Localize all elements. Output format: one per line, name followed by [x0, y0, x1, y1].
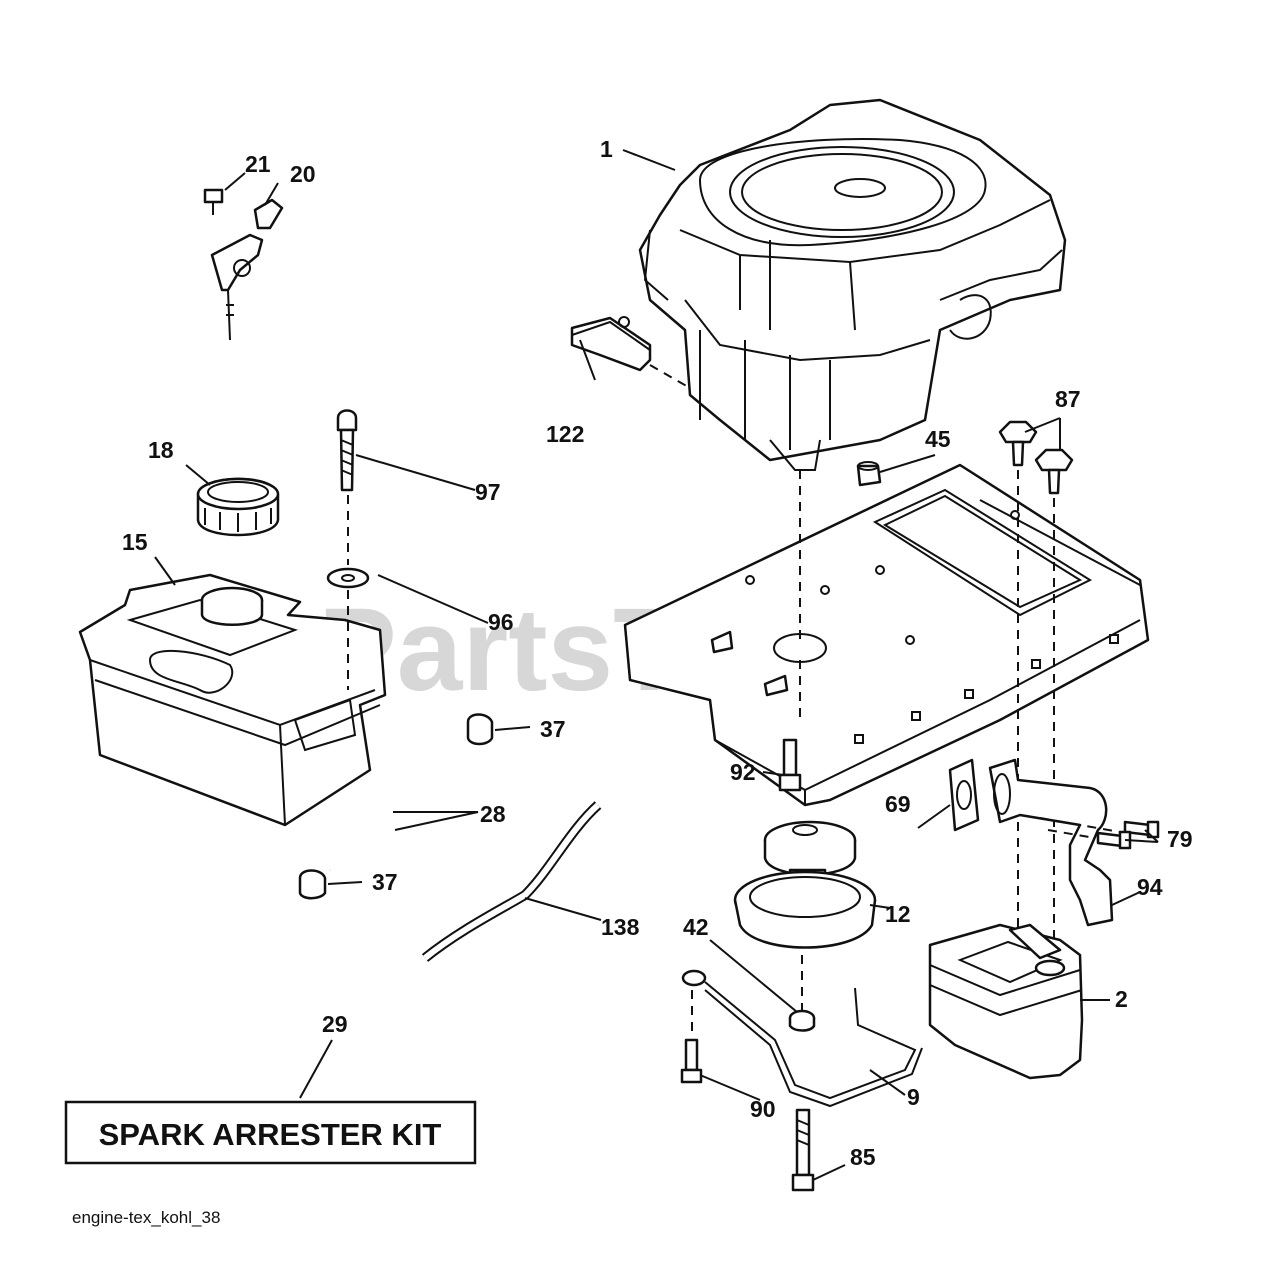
callout-21[interactable]: 21 [245, 151, 271, 177]
fuel-line-part-28[interactable] [328, 738, 468, 873]
callout-9[interactable]: 9 [907, 1084, 920, 1110]
clamp-part-37-upper[interactable] [466, 713, 494, 746]
exhaust-pipe-part-94[interactable] [988, 758, 1114, 927]
engine-mount-plate[interactable] [623, 463, 1150, 807]
gasket-part-69[interactable] [948, 758, 980, 832]
diagram-code: engine-tex_kohl_38 [72, 1208, 220, 1227]
callout-85[interactable]: 85 [850, 1144, 876, 1170]
callout-42[interactable]: 42 [683, 914, 709, 940]
engine-part-1[interactable] [638, 98, 1067, 471]
fuel-cap-part-18[interactable] [196, 477, 280, 537]
bolts-part-87[interactable] [998, 420, 1074, 495]
callout-20[interactable]: 20 [290, 161, 316, 187]
callout-28[interactable]: 28 [480, 801, 506, 827]
throttle-control-part-20-21[interactable] [203, 188, 284, 341]
fuel-tank-part-15[interactable] [78, 573, 387, 827]
callout-29[interactable]: 29 [322, 1011, 348, 1037]
callout-45[interactable]: 45 [925, 426, 951, 452]
callout-37-upper[interactable]: 37 [540, 716, 566, 742]
callout-18[interactable]: 18 [148, 437, 174, 463]
callout-97[interactable]: 97 [475, 479, 501, 505]
callout-138[interactable]: 138 [601, 914, 640, 940]
bracket-part-122[interactable] [570, 316, 652, 372]
bolt-part-85[interactable] [791, 1108, 815, 1192]
washer-part-42[interactable] [788, 1009, 816, 1032]
clamp-part-37-lower[interactable] [298, 869, 327, 900]
callout-37-lower[interactable]: 37 [372, 869, 398, 895]
callout-94[interactable]: 94 [1137, 874, 1163, 900]
callout-90[interactable]: 90 [750, 1096, 776, 1122]
washer-part-96[interactable] [326, 567, 370, 589]
callout-92[interactable]: 92 [730, 759, 756, 785]
bolt-part-90[interactable] [680, 1038, 703, 1084]
callout-69[interactable]: 69 [885, 791, 911, 817]
hose-part-138[interactable] [421, 801, 602, 962]
callout-87[interactable]: 87 [1055, 386, 1081, 412]
bracket-part-9[interactable] [681, 969, 923, 1108]
callout-2[interactable]: 2 [1115, 986, 1128, 1012]
pulley-part-12[interactable] [733, 820, 877, 949]
callout-96[interactable]: 96 [488, 609, 514, 635]
nut-part-45[interactable] [856, 461, 882, 487]
callout-122[interactable]: 122 [546, 421, 584, 447]
screw-part-97[interactable] [336, 409, 358, 492]
bolt-part-92[interactable] [778, 738, 802, 792]
callout-12[interactable]: 12 [885, 901, 911, 927]
leader-lines [154, 149, 1159, 1181]
callout-79[interactable]: 79 [1167, 826, 1193, 852]
callout-1[interactable]: 1 [600, 136, 613, 162]
spark-arrester-kit-box[interactable]: SPARK ARRESTER KIT [64, 1100, 477, 1165]
callout-15[interactable]: 15 [122, 529, 148, 555]
spark-arrester-kit-label: SPARK ARRESTER KIT [99, 1117, 442, 1152]
muffler-part-2[interactable] [928, 923, 1084, 1080]
